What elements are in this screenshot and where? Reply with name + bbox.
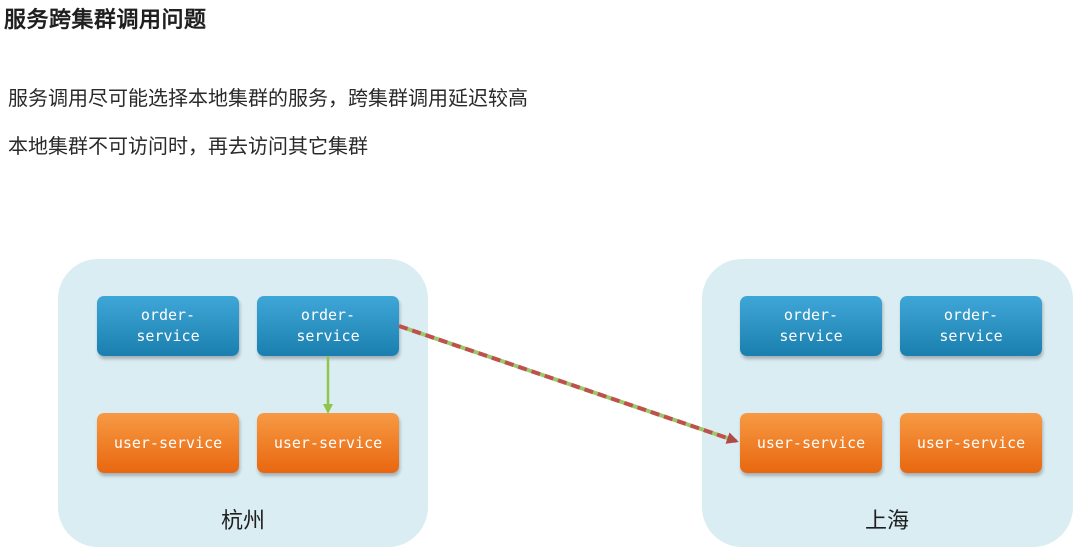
hangzhou-order-service-1: order- service bbox=[97, 296, 239, 356]
hangzhou-user-service-2: user-service bbox=[257, 413, 399, 473]
bullet-fallback: 本地集群不可访问时，再去访问其它集群 bbox=[8, 134, 368, 158]
cluster-label-shanghai: 上海 bbox=[864, 509, 910, 534]
cross-cluster-call-arrow bbox=[398, 324, 739, 444]
shanghai-user-service-1: user-service bbox=[740, 413, 882, 473]
bullet-local-preference: 服务调用尽可能选择本地集群的服务，跨集群调用延迟较高 bbox=[8, 86, 528, 110]
page-title: 服务跨集群调用问题 bbox=[4, 7, 207, 33]
shanghai-user-service-2: user-service bbox=[900, 413, 1042, 473]
shanghai-order-service-1: order- service bbox=[740, 296, 882, 356]
cross-cluster-call-arrow-base bbox=[398, 324, 737, 443]
hangzhou-user-service-1: user-service bbox=[97, 413, 239, 473]
shanghai-order-service-2: order- service bbox=[900, 296, 1042, 356]
hangzhou-order-service-2: order- service bbox=[257, 296, 399, 356]
cluster-label-hangzhou: 杭州 bbox=[220, 509, 266, 534]
